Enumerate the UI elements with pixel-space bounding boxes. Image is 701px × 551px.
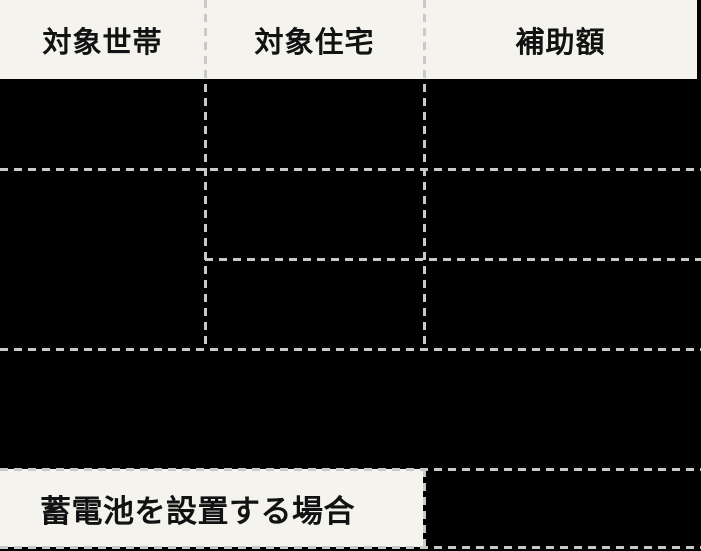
table-header-row: 対象世帯 対象住宅 補助額 (0, 0, 697, 79)
header-cell-subsidy-amount: 補助額 (515, 26, 606, 59)
body-cell-row2-col1-merged (0, 171, 204, 348)
body-cell-row1-col1 (0, 79, 204, 168)
divider-horizontal-row1-row2 (0, 168, 701, 171)
divider-horizontal-row3-row4 (0, 348, 701, 351)
body-cell-row5-col3 (426, 471, 701, 546)
divider-horizontal-row4-row5 (0, 468, 701, 471)
divider-vertical-col2-col3 (423, 0, 426, 349)
header-cell-target-household: 対象世帯 (42, 26, 163, 59)
footer-cell-battery-case: 蓄電池を設置する場合 (0, 469, 423, 547)
divider-horizontal-bottom (0, 546, 701, 549)
divider-horizontal-row2-row3-partial (205, 258, 701, 261)
header-cell-target-housing: 対象住宅 (254, 26, 375, 59)
body-cell-row1-col3 (426, 79, 701, 168)
body-cell-row4-fullwidth (0, 351, 701, 468)
body-cell-row3-col2 (207, 261, 423, 348)
divider-vertical-col1-col2 (204, 0, 207, 349)
body-cell-row3-col3 (426, 261, 701, 348)
body-cell-row1-col2 (207, 79, 423, 168)
body-cell-row2-col2 (207, 171, 423, 258)
body-cell-row2-col3 (426, 171, 701, 258)
divider-vertical-footer (423, 469, 426, 547)
